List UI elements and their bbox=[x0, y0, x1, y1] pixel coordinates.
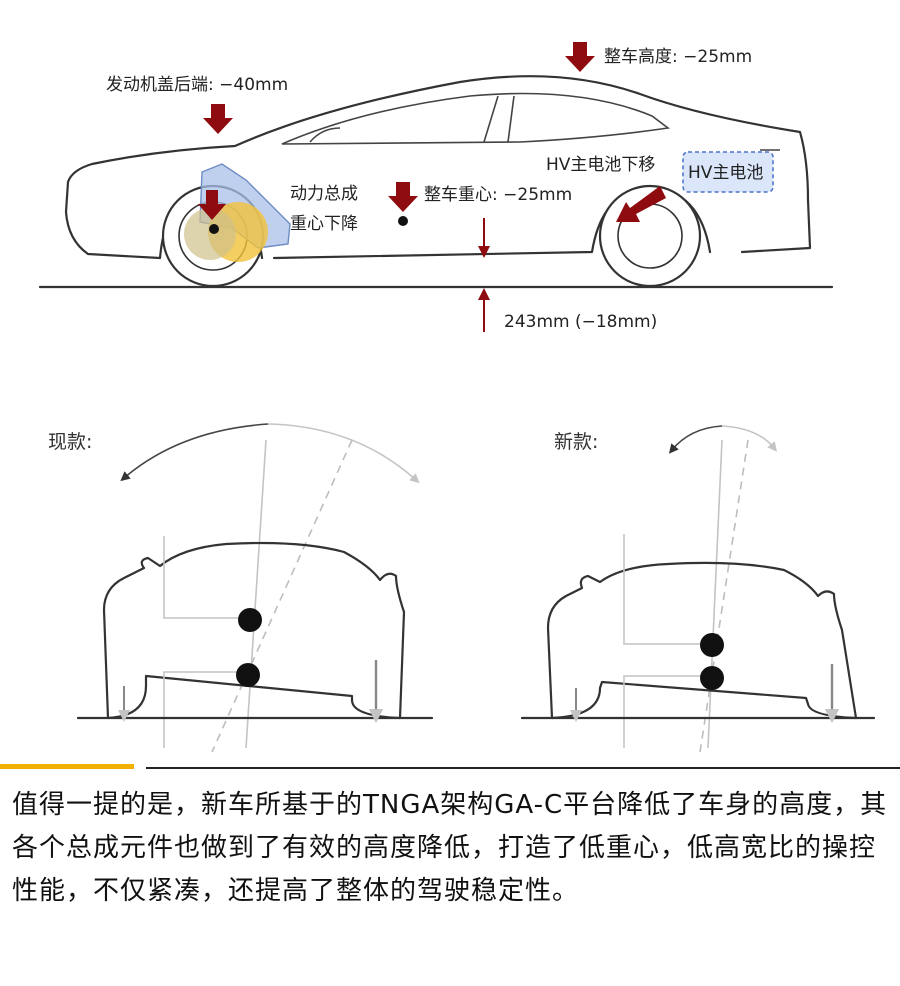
cog-down-arrow-icon bbox=[388, 182, 418, 212]
current-axis-line bbox=[245, 439, 267, 749]
new-sway-arc-left bbox=[668, 425, 723, 454]
new-sway-arc-right bbox=[721, 425, 778, 452]
hv-battery-box bbox=[682, 151, 774, 193]
roof-down-arrow-icon bbox=[565, 42, 595, 72]
roof-height-label: 整车高度: −25mm bbox=[604, 47, 752, 67]
b-pillar-2 bbox=[507, 95, 515, 143]
current-lower-bracket bbox=[163, 671, 250, 748]
new-model-label: 新款: bbox=[554, 431, 598, 453]
ground-clearance-label: 243mm (−18mm) bbox=[504, 312, 657, 332]
new-lower-cog-dot bbox=[700, 666, 724, 690]
new-lower-bracket bbox=[623, 675, 712, 748]
current-sway-arc-right bbox=[267, 423, 420, 484]
section-divider bbox=[0, 764, 900, 770]
hv-move-label: HV主电池下移 bbox=[546, 155, 655, 175]
chassis-diagram: 发动机盖后端: −40mm 整车高度: −25mm HV主电池下移 HV主电池 … bbox=[38, 42, 876, 753]
new-axis-line bbox=[707, 439, 723, 749]
current-model-label: 现款: bbox=[48, 431, 92, 453]
current-upper-cog-dot bbox=[238, 608, 262, 632]
engine-core-shape bbox=[184, 208, 236, 260]
powertrain-cog-dot bbox=[209, 224, 219, 234]
current-model-front-view: 现款: bbox=[48, 423, 434, 753]
powertrain-down-arrow-icon bbox=[198, 190, 226, 220]
hv-move-arrow-icon bbox=[616, 186, 666, 222]
clearance-up-arrow-top bbox=[478, 218, 490, 258]
new-model-front-view: 新款: bbox=[520, 425, 876, 753]
current-lower-cog-dot bbox=[236, 663, 260, 687]
divider-accent bbox=[0, 764, 134, 769]
powertrain-label-line1: 动力总成 bbox=[290, 184, 358, 204]
current-sway-arc-left bbox=[120, 423, 269, 482]
new-tilt-line bbox=[699, 439, 749, 753]
current-tilt-line bbox=[211, 439, 353, 753]
caption-text: 值得一提的是，新车所基于的TNGA架构GA-C平台降低了车身的高度，其各个总成元… bbox=[12, 790, 888, 906]
vehicle-cog-dot bbox=[398, 216, 408, 226]
clearance-up-arrow-bottom bbox=[478, 288, 490, 332]
hood-rear-label: 发动机盖后端: −40mm bbox=[106, 75, 288, 95]
cog-label: 整车重心: −25mm bbox=[424, 185, 572, 205]
current-upper-bracket bbox=[163, 536, 250, 619]
sedan-window-outline bbox=[281, 92, 671, 145]
hv-box-label: HV主电池 bbox=[688, 163, 763, 183]
side-mirror bbox=[309, 127, 341, 143]
b-pillar bbox=[483, 95, 499, 143]
divider-rule bbox=[146, 767, 900, 769]
new-upper-bracket bbox=[623, 534, 712, 645]
sedan-side-view: 发动机盖后端: −40mm 整车高度: −25mm HV主电池下移 HV主电池 … bbox=[38, 42, 834, 332]
new-upper-cog-dot bbox=[700, 633, 724, 657]
powertrain-label-line2: 重心下降 bbox=[290, 214, 358, 234]
hood-down-arrow-icon bbox=[203, 104, 233, 134]
